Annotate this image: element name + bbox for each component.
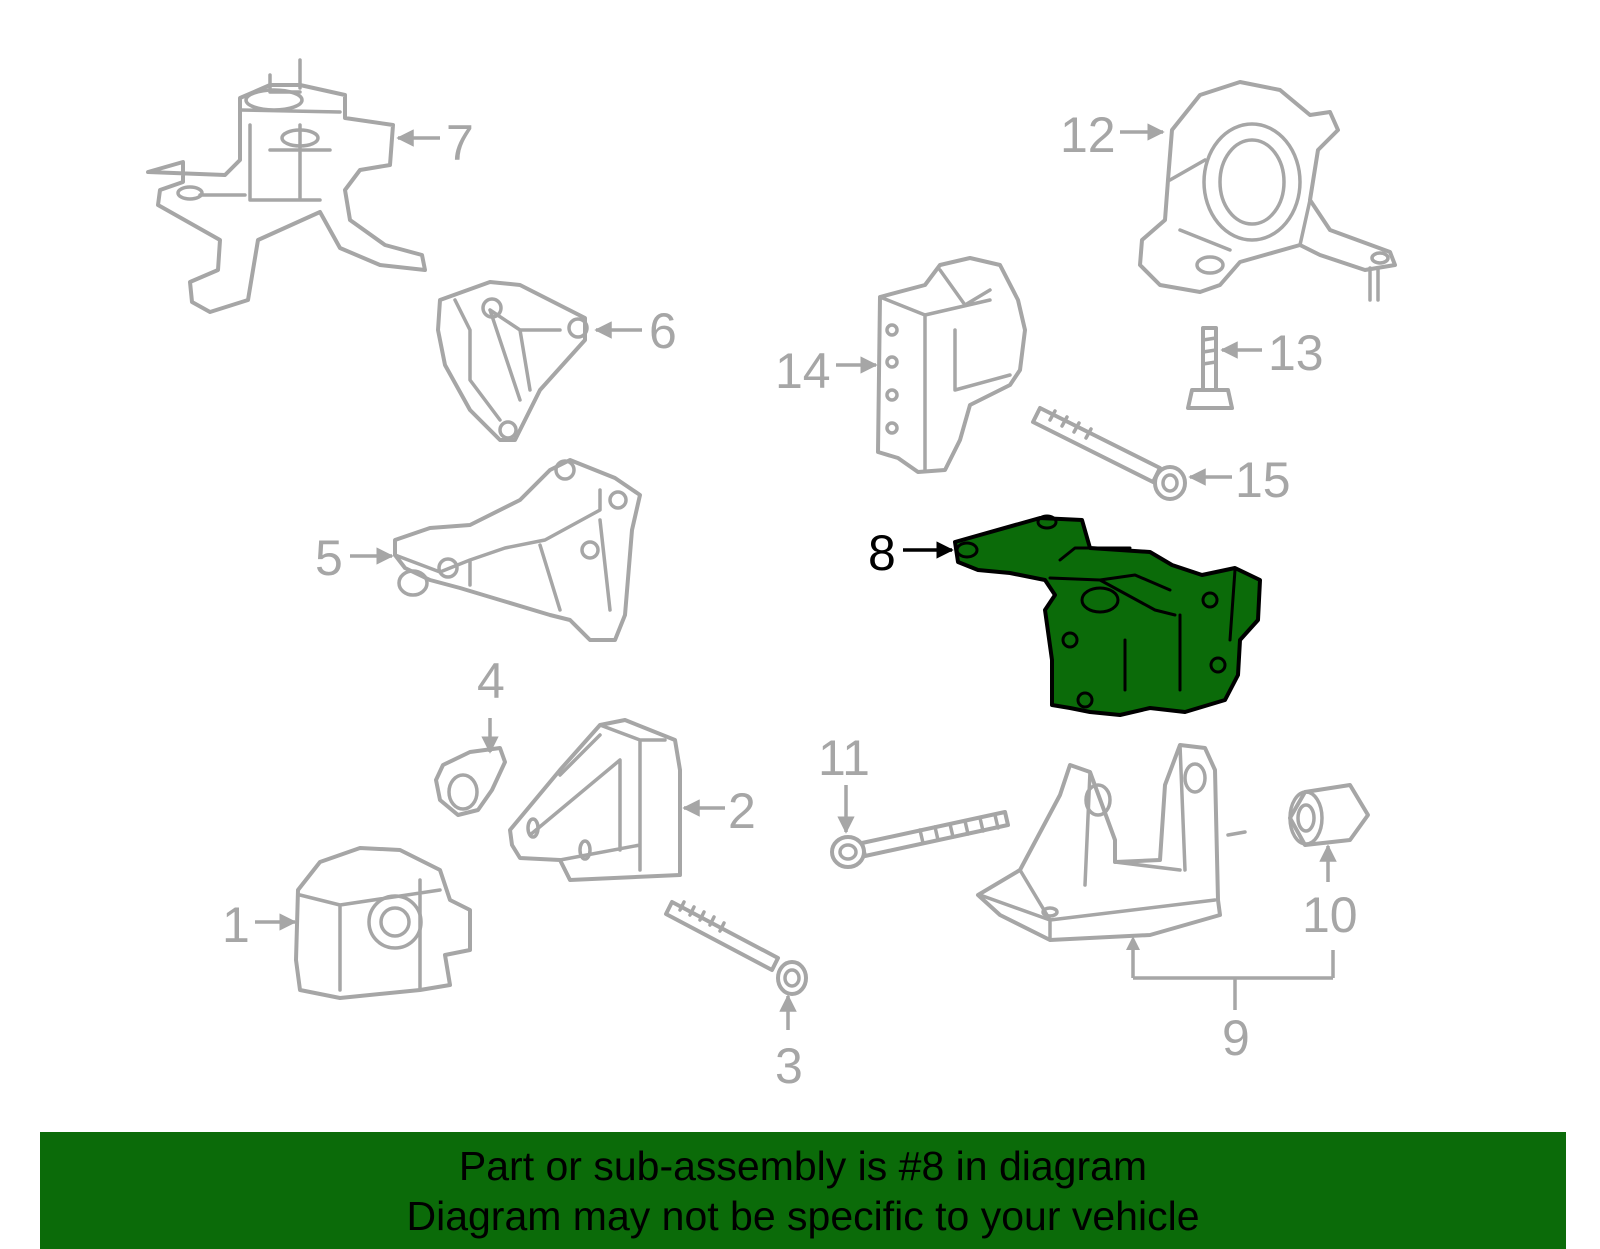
- part-15-bolt: [1031, 406, 1187, 501]
- callout-1: 1: [222, 897, 250, 953]
- callout-11: 11: [818, 730, 870, 786]
- part-3-bolt: [664, 900, 808, 996]
- part-8-transmission-mount: [953, 514, 1262, 717]
- part-14-bracket: [876, 256, 1027, 474]
- callout-2: 2: [728, 783, 756, 839]
- leader-9: [1131, 942, 1335, 1010]
- part-7-engine-mount: [146, 58, 427, 314]
- callout-14: 14: [775, 343, 831, 399]
- part-10-bushing: [1288, 783, 1370, 847]
- leader-lines: [255, 123, 1337, 1030]
- part-13-stud: [1186, 326, 1234, 410]
- info-banner: Part or sub-assembly is #8 in diagram Di…: [40, 1132, 1566, 1249]
- part-12-mount: [1138, 80, 1397, 302]
- part-5-bracket: [393, 458, 642, 642]
- callout-5: 5: [315, 530, 343, 586]
- part-2-bracket: [508, 718, 682, 882]
- callout-3: 3: [775, 1038, 803, 1094]
- callout-labels: 7 6 5 4 2 1 3 14 15 12 13 8 11 10 9: [222, 107, 1358, 1094]
- part-6-bracket: [436, 280, 589, 442]
- callout-10: 10: [1302, 887, 1358, 943]
- callout-15: 15: [1235, 452, 1291, 508]
- part-1-mount: [294, 846, 472, 1000]
- part-4-bushing: [434, 746, 507, 817]
- callout-8: 8: [868, 525, 896, 581]
- banner-line-2: Diagram may not be specific to your vehi…: [406, 1192, 1200, 1239]
- callout-4: 4: [477, 653, 505, 709]
- callout-9: 9: [1222, 1010, 1250, 1066]
- part-11-bolt: [830, 810, 1010, 869]
- banner-line-1: Part or sub-assembly is #8 in diagram: [458, 1142, 1148, 1189]
- callout-13: 13: [1268, 325, 1324, 381]
- callout-12: 12: [1060, 107, 1116, 163]
- callout-6: 6: [649, 303, 677, 359]
- part-9-mount-bracket: [976, 743, 1247, 942]
- callout-7: 7: [446, 115, 474, 171]
